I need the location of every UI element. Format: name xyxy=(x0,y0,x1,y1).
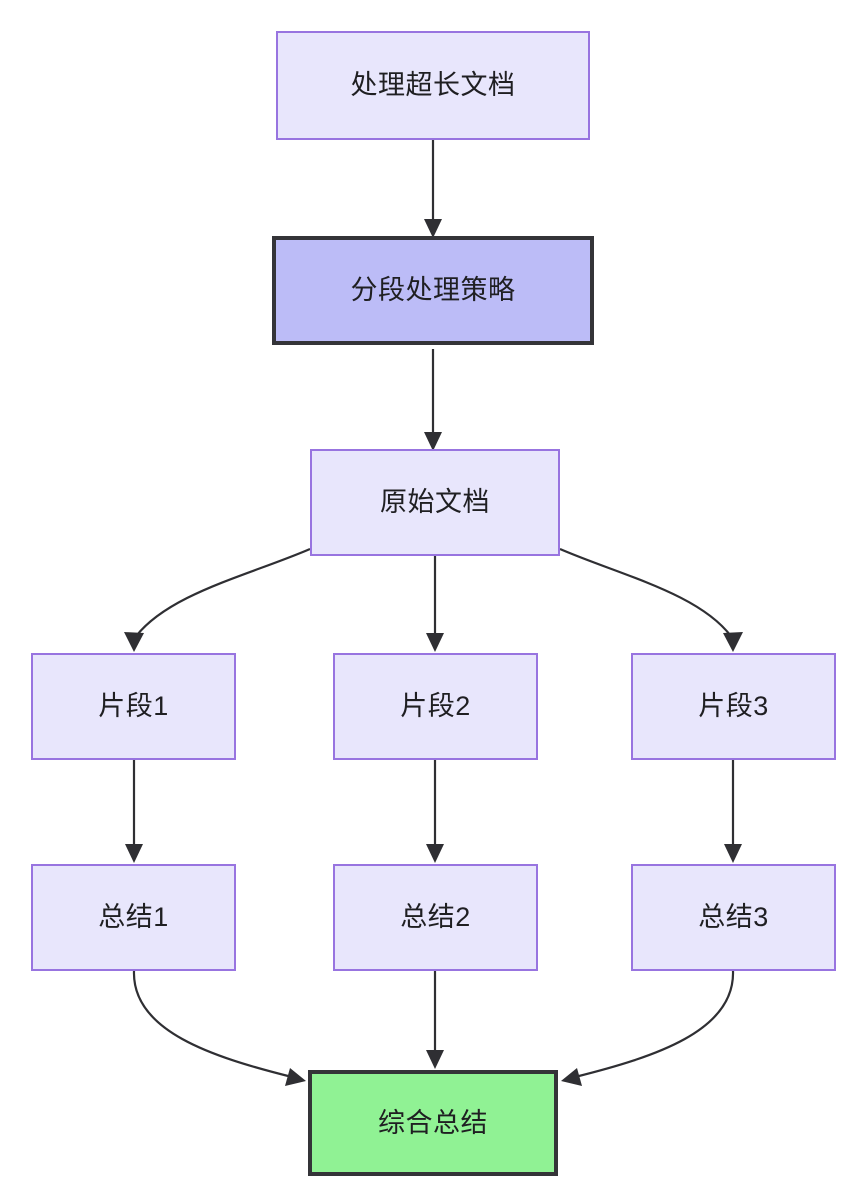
edge-n8-n10 xyxy=(426,971,444,1069)
edge-n5-n8 xyxy=(426,760,444,863)
edge-n3-n6 xyxy=(559,547,743,652)
edge-n1-n2 xyxy=(424,140,442,238)
edge-n6-n9 xyxy=(724,760,742,863)
node-fragment-1[interactable]: 片段1 xyxy=(31,653,236,760)
node-fragment-3[interactable]: 片段3 xyxy=(631,653,836,760)
edge-n4-n7 xyxy=(125,760,143,863)
node-summary-2[interactable]: 总结2 xyxy=(333,864,538,971)
edge-n7-n10 xyxy=(132,970,306,1086)
node-summary-1[interactable]: 总结1 xyxy=(31,864,236,971)
node-summary-3[interactable]: 总结3 xyxy=(631,864,836,971)
node-original-document[interactable]: 原始文档 xyxy=(310,449,560,556)
edge-n9-n10 xyxy=(561,970,735,1086)
node-chunking-strategy[interactable]: 分段处理策略 xyxy=(272,236,594,345)
node-process-long-document[interactable]: 处理超长文档 xyxy=(276,31,590,140)
node-comprehensive-summary[interactable]: 综合总结 xyxy=(308,1070,558,1176)
edge-n2-n3 xyxy=(424,349,442,451)
edge-n3-n4 xyxy=(124,547,311,652)
node-fragment-2[interactable]: 片段2 xyxy=(333,653,538,760)
edge-n3-n5 xyxy=(426,556,444,652)
